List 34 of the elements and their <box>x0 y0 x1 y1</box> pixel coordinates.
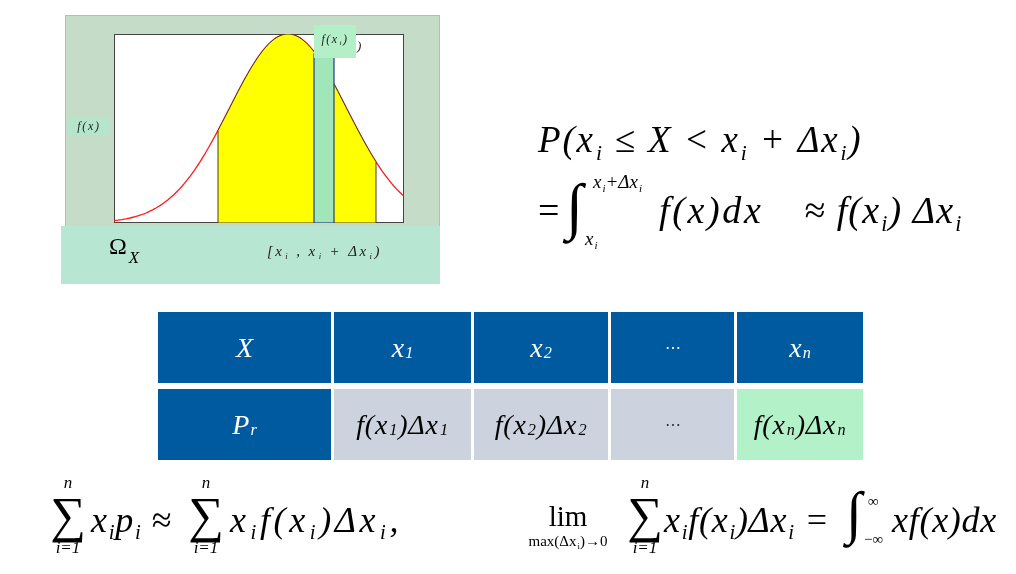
integral-limit: −∞ <box>864 532 884 547</box>
formula-text: x$_{i}$p$_{i}$ ≈ <box>91 502 172 538</box>
formula-text: x$_{i}$f(x$_{i}$)Δx$_{i}$ = <box>664 502 830 538</box>
formula-text: f(x)dx <box>659 191 764 229</box>
formula-text: P(x$_{i}$ ≤ X < x$_{i}$ + Δx$_{i}$) <box>538 121 863 158</box>
header-cell: x$_{1}$ <box>334 312 471 383</box>
table-cell: f(x$_{2}$)Δx$_{2}$ <box>474 389 608 460</box>
header-cell: x$_{n}$ <box>737 312 863 383</box>
integral-limit: x$_{i}$ <box>585 229 598 248</box>
summation-limit: n <box>201 474 211 491</box>
formula-text: ≈ f(x$_{i}$) Δx$_{i}$ <box>804 191 963 229</box>
limit-subscript: max(Δx$_{i}$)→0 <box>528 534 608 549</box>
formula-text: f(x$_{i}$) <box>321 33 349 48</box>
integral-limit: x$_{i}$+Δx$_{i}$ <box>593 172 642 191</box>
header-cell: ⋯ <box>611 312 734 383</box>
formula-text: = <box>538 191 560 229</box>
formula-text: [x$_{i}$ , x$_{i}$ + Δx$_{i}$) <box>267 244 382 259</box>
table-cell: ⋯ <box>611 389 734 460</box>
highlighted-cell: f(x$_{n}$)Δx$_{n}$ <box>737 389 863 460</box>
formula-text: ) <box>357 39 362 52</box>
formula-text: xf(x)dx <box>892 502 997 538</box>
header-cell: x$_{2}$ <box>474 312 608 383</box>
summation-limit: n <box>640 474 650 491</box>
formula-text: x$_{i}$f(x$_{i}$)Δx$_{i}$, <box>230 502 403 538</box>
formula-tag <box>314 25 356 58</box>
label-band <box>61 226 440 284</box>
formula-text: f(x) <box>77 120 101 132</box>
header-cell: X <box>158 312 331 383</box>
formula-text: Ω$_{X}$ <box>109 234 140 270</box>
summation-limit: n <box>63 474 73 491</box>
table-cell: f(x$_{1}$)Δx$_{1}$ <box>334 389 471 460</box>
formula-text: lim <box>548 502 588 531</box>
integral-limit: ∞ <box>868 494 879 509</box>
header-cell: P$_{r}$ <box>158 389 331 460</box>
